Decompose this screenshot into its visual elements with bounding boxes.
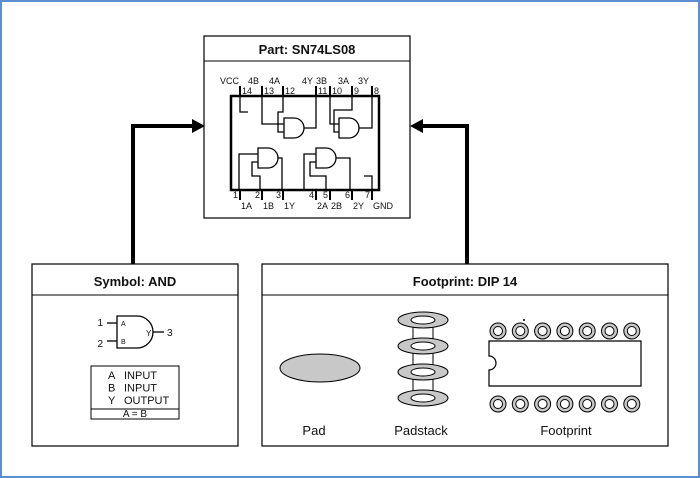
ic-pin-number: 9 [354, 86, 359, 96]
ic-pin-number: 4 [309, 190, 314, 200]
gate-pin-label: Y [146, 329, 152, 338]
ic-pin-name: 2B [331, 201, 342, 211]
and-gate-symbol: 1 2 A B Y 3 [97, 315, 173, 350]
and-gate-4 [283, 117, 305, 139]
ic-pin-name: 1Y [284, 201, 295, 211]
padstack-hole [410, 315, 436, 325]
symbol-title: Symbol: AND [94, 274, 177, 289]
table-equation: A = B [123, 409, 148, 420]
dip-pad-hole [537, 399, 548, 409]
dip-pad-hole [537, 326, 548, 336]
ic-pin-number: 10 [332, 86, 342, 96]
footprint-title: Footprint: DIP 14 [413, 274, 518, 289]
ic-pin-name: 1A [241, 201, 252, 211]
ic-pin-number: 3 [276, 190, 281, 200]
ic-pin-number: 14 [242, 86, 252, 96]
ic-pin-number: 6 [345, 190, 350, 200]
ic-pin-name: 3A [338, 76, 349, 86]
gate-pin-label: A [121, 321, 126, 328]
arrow-symbol-to-part [131, 119, 205, 264]
ic-pin-number: 5 [323, 190, 328, 200]
part-title: Part: SN74LS08 [259, 42, 356, 57]
ic-pin-name: 4B [248, 76, 259, 86]
padstack-hole [410, 341, 436, 351]
ic-pin-name: 3Y [358, 76, 369, 86]
padstack-shape [397, 311, 449, 407]
part-box: Part: SN74LS08 VCC144B134A124Y113B103A93… [203, 35, 411, 219]
ic-pin-name: 1B [263, 201, 274, 211]
table-signal: A [108, 370, 116, 382]
dip-pad-hole [626, 399, 637, 409]
padstack-label: Padstack [394, 423, 448, 438]
ic-pin-name: GND [373, 201, 394, 211]
table-direction: OUTPUT [124, 395, 170, 407]
and-gate-2 [315, 147, 337, 169]
ic-pin-name: 4Y [302, 76, 313, 86]
pad-label: Pad [302, 423, 325, 438]
ic-pin-number: 13 [264, 86, 274, 96]
ic-pin-number: 11 [318, 86, 327, 96]
dip-pad-hole [515, 326, 526, 336]
gate-pin-label: B [121, 339, 126, 346]
table-direction: INPUT [124, 370, 157, 382]
arrow-footprint-to-part [410, 119, 469, 264]
symbol-box: Symbol: AND 1 2 A B Y 3 A INPUT B INPUT Y OUT… [31, 263, 239, 447]
table-direction: INPUT [124, 383, 157, 395]
pad-shape [279, 353, 361, 383]
dip-footprint [488, 319, 642, 413]
pin-table: A INPUT B INPUT Y OUTPUT A = B [90, 365, 180, 420]
dip-pad-hole [604, 399, 615, 409]
dip-pad-hole [493, 326, 503, 336]
dip-pad-hole [515, 399, 526, 409]
dip-pad-hole [559, 326, 570, 336]
gate-pin-number: 2 [97, 339, 103, 350]
padstack-hole [410, 393, 436, 403]
ic-pin-name: 3B [316, 76, 327, 86]
dip-pad-hole [559, 399, 570, 409]
dip-pad-hole [582, 326, 593, 336]
gate-pin-number: 3 [167, 328, 173, 339]
ic-pin-number: 12 [285, 86, 295, 96]
dip-pad-hole [582, 399, 593, 409]
ic-pin-number: 7 [365, 190, 370, 200]
dip-pad-hole [604, 326, 615, 336]
dip-pad-hole [493, 399, 503, 409]
and-gate-1 [257, 147, 279, 169]
ic-pin-name: 2Y [353, 201, 364, 211]
footprint-label: Footprint [540, 423, 592, 438]
padstack-hole [410, 367, 436, 377]
table-signal: B [108, 383, 115, 395]
ic-pin-number: 2 [255, 190, 260, 200]
dip-pad-hole [626, 326, 637, 336]
table-signal: Y [108, 395, 116, 407]
ic-pin-name: VCC [220, 76, 240, 86]
gate-pin-number: 1 [97, 318, 103, 329]
ic-pin-name: 2A [317, 201, 328, 211]
footprint-box: Footprint: DIP 14 Pad Padstack Footprint [261, 263, 669, 447]
ic-pin-number: 8 [374, 86, 379, 96]
ic-body [229, 94, 381, 192]
ic-pin-name: 4A [269, 76, 280, 86]
ic-pin-number: 1 [233, 190, 238, 200]
and-gate-3 [338, 117, 360, 139]
internal-gates [238, 96, 373, 190]
